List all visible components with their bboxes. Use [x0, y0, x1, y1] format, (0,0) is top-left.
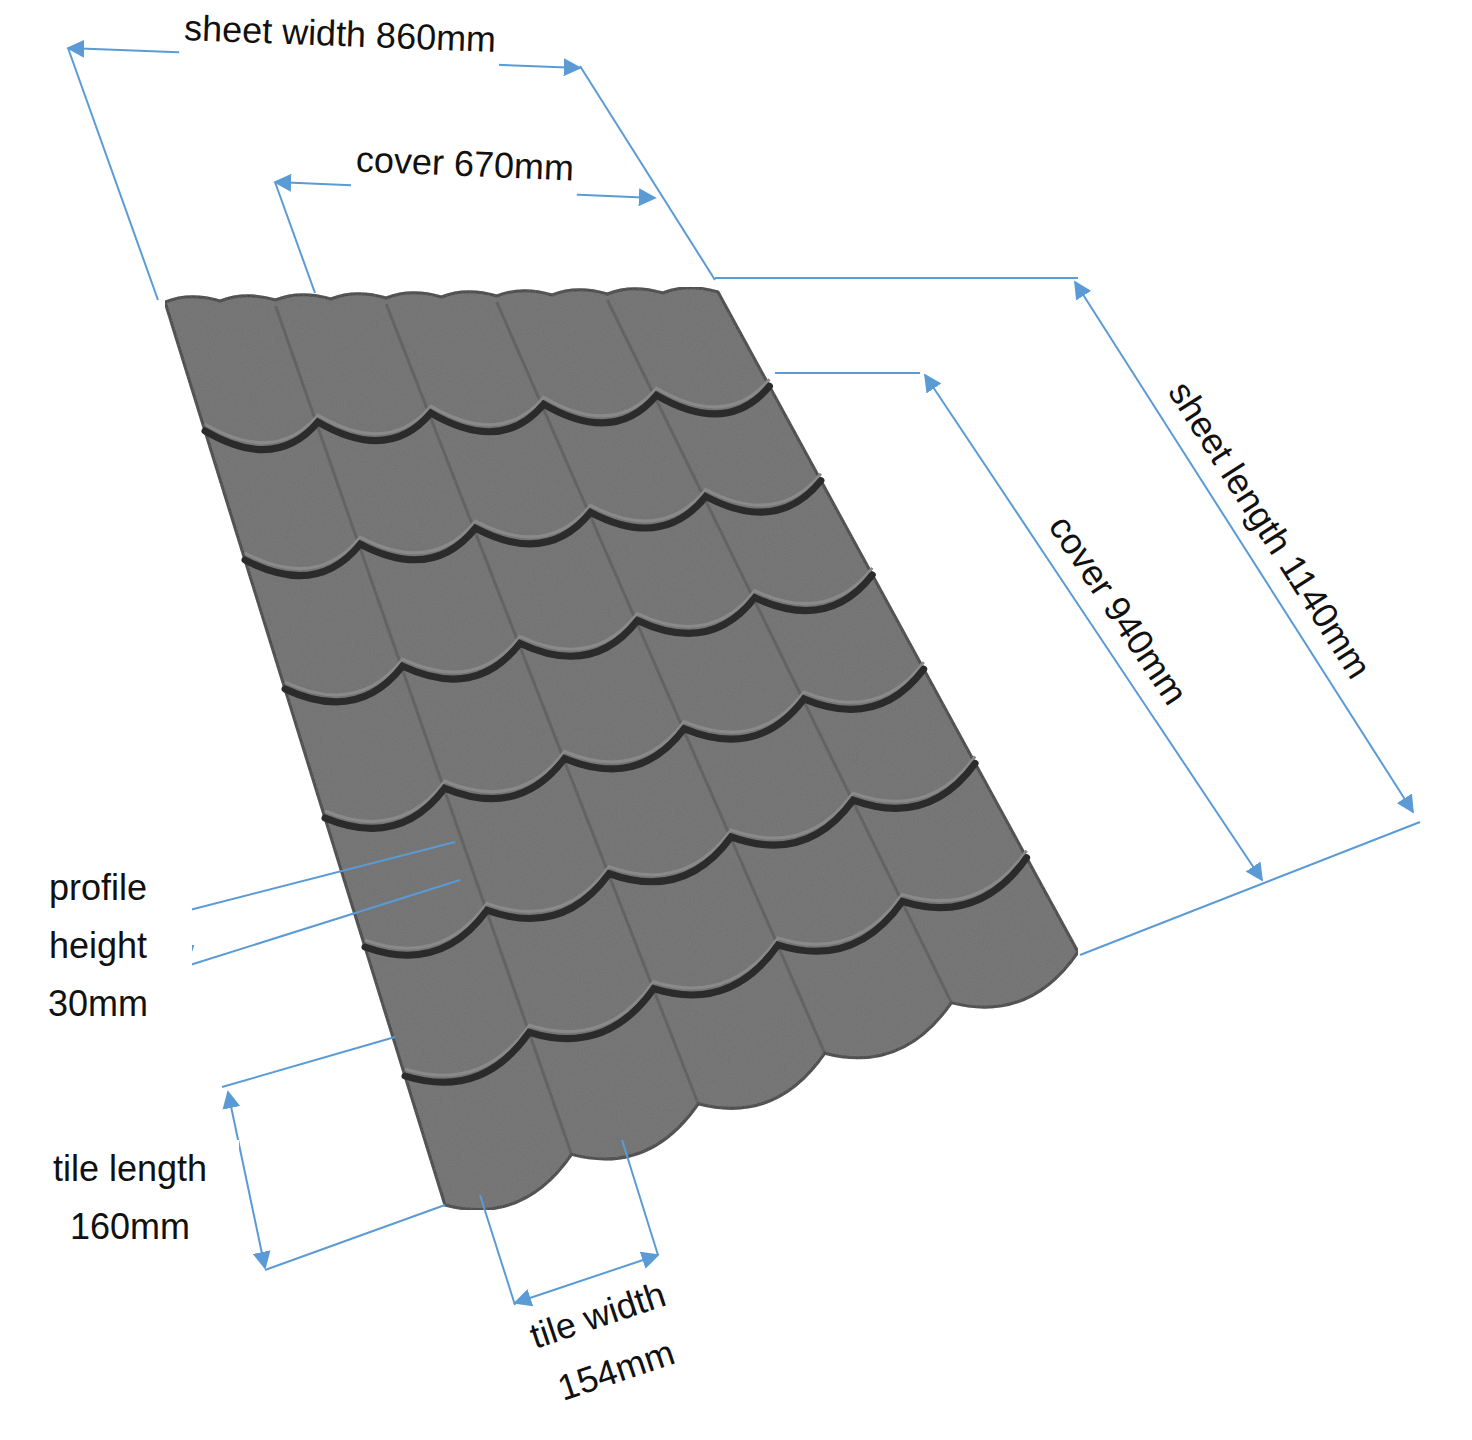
extension-line — [222, 1037, 395, 1087]
tile-step — [205, 386, 769, 449]
step-highlight — [405, 851, 1027, 1076]
extension-line — [265, 1205, 445, 1270]
dimension-line — [1075, 282, 1413, 812]
tile-sheet — [165, 288, 1078, 1210]
extension-line — [190, 880, 460, 965]
extension-line — [715, 277, 1078, 279]
tile-step — [285, 575, 872, 702]
dimension-label: sheet length 1140mm — [1151, 366, 1389, 694]
extension-line — [68, 48, 158, 300]
dimension-label: tile width 154mm — [490, 1255, 724, 1431]
step-highlight — [245, 474, 821, 569]
step-highlight — [325, 662, 924, 821]
extension-line — [580, 66, 715, 280]
dimension-label: sheet width 860mm — [179, 0, 501, 69]
step-highlight — [285, 568, 872, 695]
sheet-body — [165, 288, 1078, 1210]
extension-line — [622, 1140, 658, 1255]
extension-line — [480, 1195, 515, 1305]
tile-step — [325, 669, 924, 828]
extension-line — [775, 372, 920, 374]
extension-line — [275, 182, 315, 293]
dimension-label: cover 670mm — [351, 130, 579, 197]
dimension-label: tile length 160mm — [21, 1140, 239, 1256]
extension-line — [178, 842, 455, 913]
dimension-label: cover 940mm — [1031, 500, 1205, 720]
dimension-label: profile height 30mm — [4, 859, 192, 1033]
dimension-lines — [68, 48, 1420, 1305]
tile-step — [245, 481, 821, 576]
tile-step — [405, 858, 1027, 1083]
extension-line — [1080, 822, 1420, 955]
